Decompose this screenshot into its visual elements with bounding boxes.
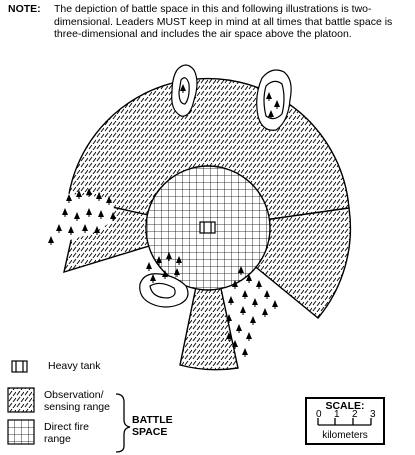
- legend-brace: [115, 393, 131, 453]
- tree-icon: [256, 280, 262, 289]
- note-text: The depiction of battle space in this an…: [54, 3, 393, 41]
- scale-box: SCALE: 0 1 2 3 kilometers: [305, 397, 385, 445]
- tree-icon: [228, 296, 234, 305]
- scale-bar: [317, 418, 372, 426]
- tree-icon: [242, 348, 248, 357]
- legend-observation-swatch: [7, 387, 35, 413]
- scale-title: SCALE:: [325, 400, 365, 412]
- legend-observation-label: Observation/ sensing range: [44, 389, 110, 413]
- tree-icon: [146, 262, 152, 271]
- observation-sector-south: [179, 227, 239, 371]
- tree-icon: [262, 308, 268, 317]
- legend-heavy-tank-label: Heavy tank: [48, 360, 101, 372]
- scale-tick-label: 3: [370, 409, 376, 420]
- legend-direct-fire-label: Direct fire range: [44, 421, 89, 445]
- note-label: NOTE:: [8, 3, 41, 15]
- tree-icon: [252, 298, 258, 307]
- tree-icon: [272, 300, 278, 309]
- scale-tick-label: 2: [352, 409, 358, 420]
- scale-tick-label: 1: [334, 409, 340, 420]
- scale-tick-label: 0: [316, 409, 322, 420]
- tree-icon: [264, 290, 270, 299]
- legend-tank-icon: [11, 360, 28, 373]
- tree-icon: [250, 316, 256, 325]
- tree-icon: [246, 332, 252, 341]
- tree-icon: [242, 290, 248, 299]
- tree-icon: [240, 306, 246, 315]
- tank-icon: [199, 221, 216, 234]
- legend-direct-fire-swatch: [7, 419, 35, 445]
- legend-battle-space-label: BATTLE SPACE: [132, 414, 173, 438]
- tree-icon: [236, 324, 242, 333]
- scale-unit: kilometers: [322, 430, 368, 441]
- terrain-lake-southwest: [139, 273, 189, 308]
- terrain-features: [44, 64, 292, 308]
